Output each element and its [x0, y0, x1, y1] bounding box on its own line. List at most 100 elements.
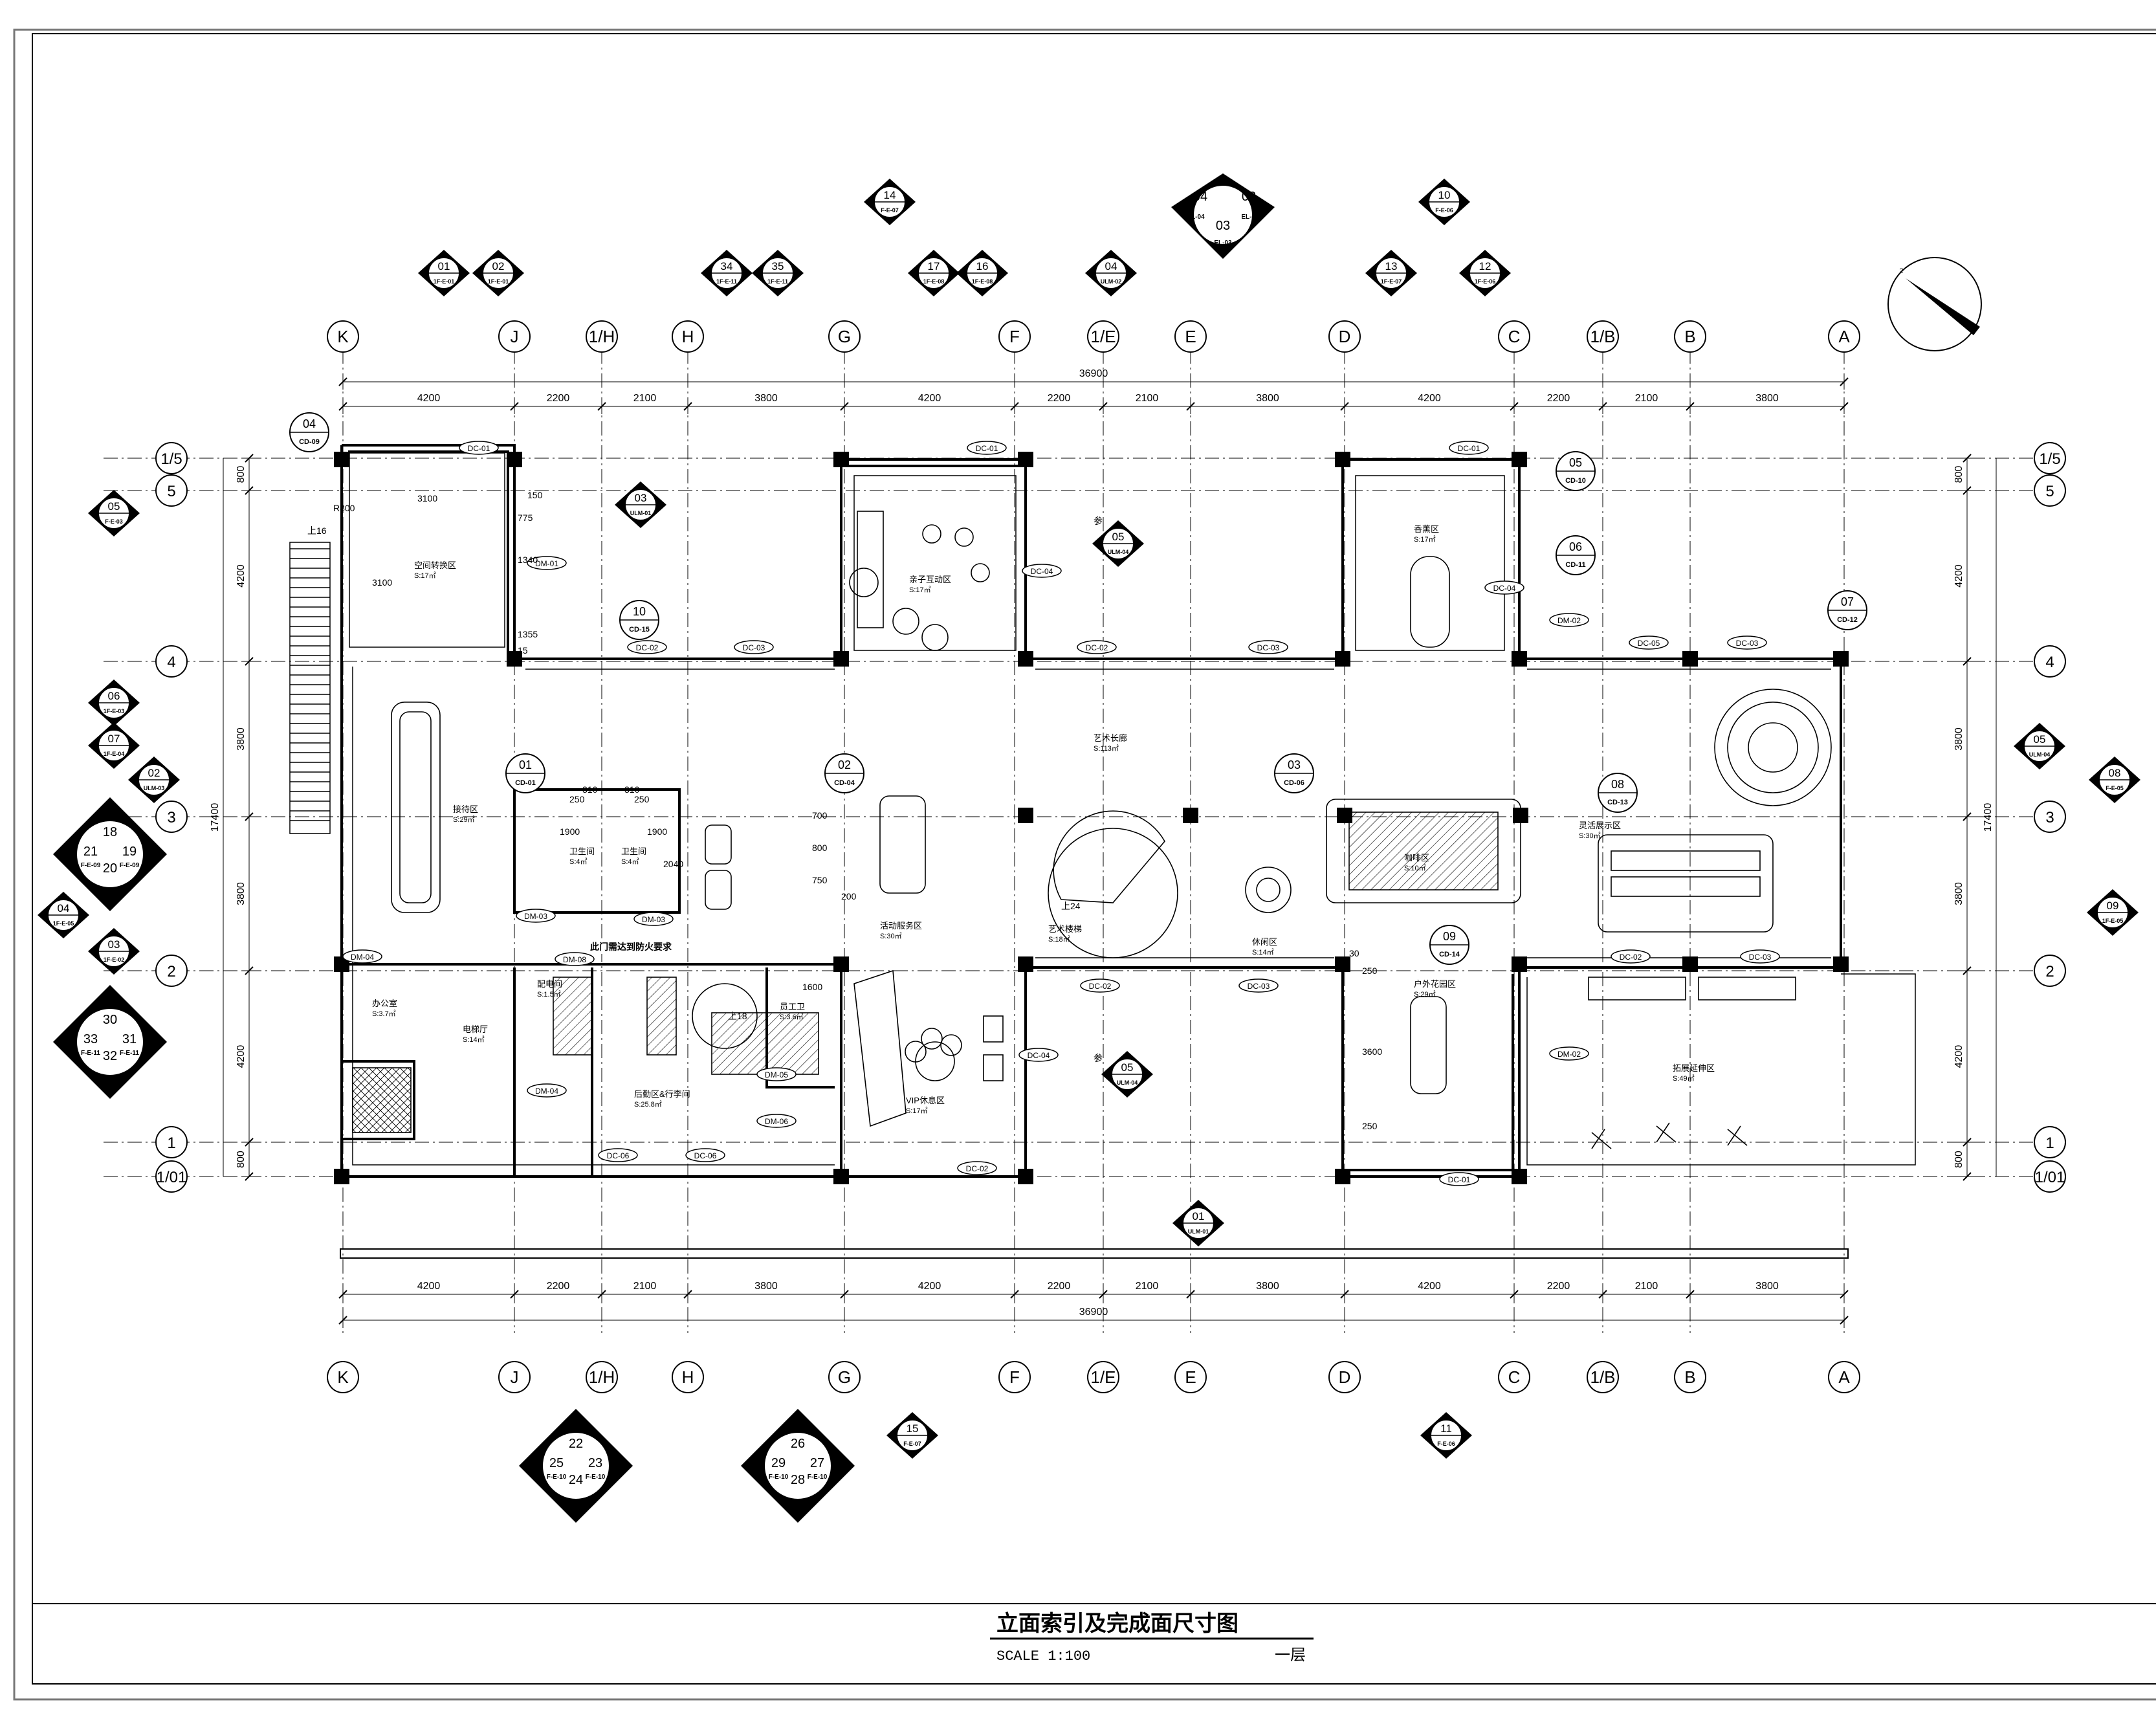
svg-text:3: 3	[167, 809, 175, 826]
column-marker	[1512, 956, 1527, 972]
svg-text:1F-E-02: 1F-E-02	[104, 956, 125, 963]
svg-text:15: 15	[907, 1422, 919, 1435]
column-marker	[1018, 1169, 1033, 1184]
svg-text:05: 05	[1121, 1061, 1134, 1074]
local-dimension: 800	[812, 843, 828, 853]
grid-bubble-col-E-bottom: E	[1174, 1361, 1207, 1393]
row-dimension: 800	[1953, 1151, 1964, 1168]
local-dimension: 250	[634, 794, 650, 804]
row-dimension: 4200	[236, 1045, 247, 1068]
svg-text:23: 23	[588, 1456, 602, 1470]
door-tag: DM-05	[756, 1067, 797, 1081]
svg-text:ULM-01: ULM-01	[1188, 1228, 1209, 1235]
svg-text:32: 32	[103, 1049, 117, 1063]
door-tag: DC-03	[1727, 635, 1767, 650]
local-dimension: 310	[582, 784, 598, 795]
svg-text:1F-E-01: 1F-E-01	[488, 278, 509, 285]
grid-bubble-col-1-B-top: 1/B	[1587, 320, 1619, 353]
row-dimension: 800	[236, 1151, 247, 1168]
room-area: S:10㎡	[1404, 864, 1426, 872]
svg-text:DC-04: DC-04	[1028, 1051, 1050, 1060]
svg-text:19: 19	[122, 845, 137, 859]
grid-bubble-row-2-right: 2	[2034, 955, 2066, 987]
room-name: 卫生间	[621, 846, 646, 856]
svg-text:1/H: 1/H	[589, 1367, 615, 1387]
svg-text:DM-05: DM-05	[765, 1070, 788, 1079]
grid-bubble-col-G-bottom: G	[828, 1361, 861, 1393]
svg-text:F-E-10: F-E-10	[769, 1474, 789, 1481]
fire-door-note: 此门需达到防火要求	[588, 938, 685, 954]
grid-bubble-col-F-bottom: F	[998, 1361, 1031, 1393]
svg-text:35: 35	[772, 260, 784, 272]
room-area: S:30㎡	[880, 932, 902, 940]
svg-text:G: G	[838, 327, 851, 346]
room-area: S:49㎡	[1673, 1074, 1695, 1083]
svg-text:04: 04	[303, 417, 316, 430]
row-dimension: 4200	[1953, 564, 1964, 588]
room-area: S:17㎡	[906, 1107, 928, 1115]
column-marker	[507, 452, 522, 467]
svg-text:07: 07	[108, 733, 120, 745]
grid-bubble-col-D-bottom: D	[1328, 1361, 1361, 1393]
room-name: 灵活展示区	[1579, 821, 1621, 830]
fire-door-note-text: 此门需达到防火要求	[590, 942, 672, 952]
room-name: 艺术楼梯	[1048, 924, 1082, 934]
svg-text:02: 02	[492, 260, 505, 272]
svg-text:DC-06: DC-06	[607, 1151, 630, 1160]
room-name: 亲子互动区	[909, 575, 951, 584]
svg-text:H: H	[682, 1367, 694, 1387]
column-marker	[1335, 956, 1350, 972]
door-tag: DC-02	[1077, 640, 1117, 654]
bay-dimension: 2200	[1547, 1281, 1570, 1292]
svg-text:DC-01: DC-01	[468, 444, 490, 453]
room-name: 咖啡区	[1404, 853, 1429, 863]
elevation-markers: 011F-E-01021F-E-01341F-E-11351F-E-1114F-…	[38, 173, 2140, 1523]
door-tag: DC-01	[1449, 441, 1489, 455]
svg-text:02: 02	[838, 758, 851, 771]
room-name: 配电间	[537, 979, 562, 989]
svg-text:ULM-04: ULM-04	[1108, 549, 1129, 555]
bay-dimension: 3800	[1256, 1281, 1279, 1292]
room-area: S:4㎡	[621, 857, 639, 866]
svg-text:04: 04	[58, 902, 70, 914]
column-marker	[334, 1169, 349, 1184]
column-marker	[833, 452, 849, 467]
drawing-title: 立面索引及完成面尺寸图	[996, 1611, 1238, 1636]
svg-text:F-E-10: F-E-10	[808, 1474, 828, 1481]
door-tag: DC-01	[459, 441, 499, 455]
svg-text:EL-02: EL-02	[1241, 214, 1259, 221]
svg-text:D: D	[1339, 1367, 1351, 1387]
wall-thin-lines	[349, 452, 1916, 1166]
svg-text:F-E-06: F-E-06	[1437, 1441, 1455, 1447]
svg-text:CD-10: CD-10	[1565, 477, 1586, 485]
bay-dimension: 2100	[633, 393, 657, 404]
door-tag: DC-04	[1018, 1048, 1059, 1062]
svg-text:F-E-09: F-E-09	[120, 862, 140, 869]
svg-text:E: E	[1185, 327, 1196, 346]
door-tag: DM-06	[756, 1114, 797, 1128]
svg-text:DC-01: DC-01	[976, 444, 998, 453]
svg-text:1F-E-08: 1F-E-08	[972, 278, 993, 285]
annotation-label: 参	[1094, 516, 1103, 526]
column-marker	[334, 452, 349, 467]
svg-text:1/5: 1/5	[2039, 450, 2060, 468]
bay-dimension: 4200	[918, 393, 941, 404]
room-area: S:17㎡	[414, 571, 436, 580]
room-area: S:14㎡	[463, 1035, 485, 1044]
svg-text:1F-E-06: 1F-E-06	[1475, 278, 1496, 285]
bay-dimension: 2100	[1635, 393, 1658, 404]
door-tag: DC-05	[1629, 635, 1669, 650]
local-dimension: 150	[527, 490, 543, 500]
svg-text:D: D	[1339, 327, 1351, 346]
column-marker	[1335, 452, 1350, 467]
